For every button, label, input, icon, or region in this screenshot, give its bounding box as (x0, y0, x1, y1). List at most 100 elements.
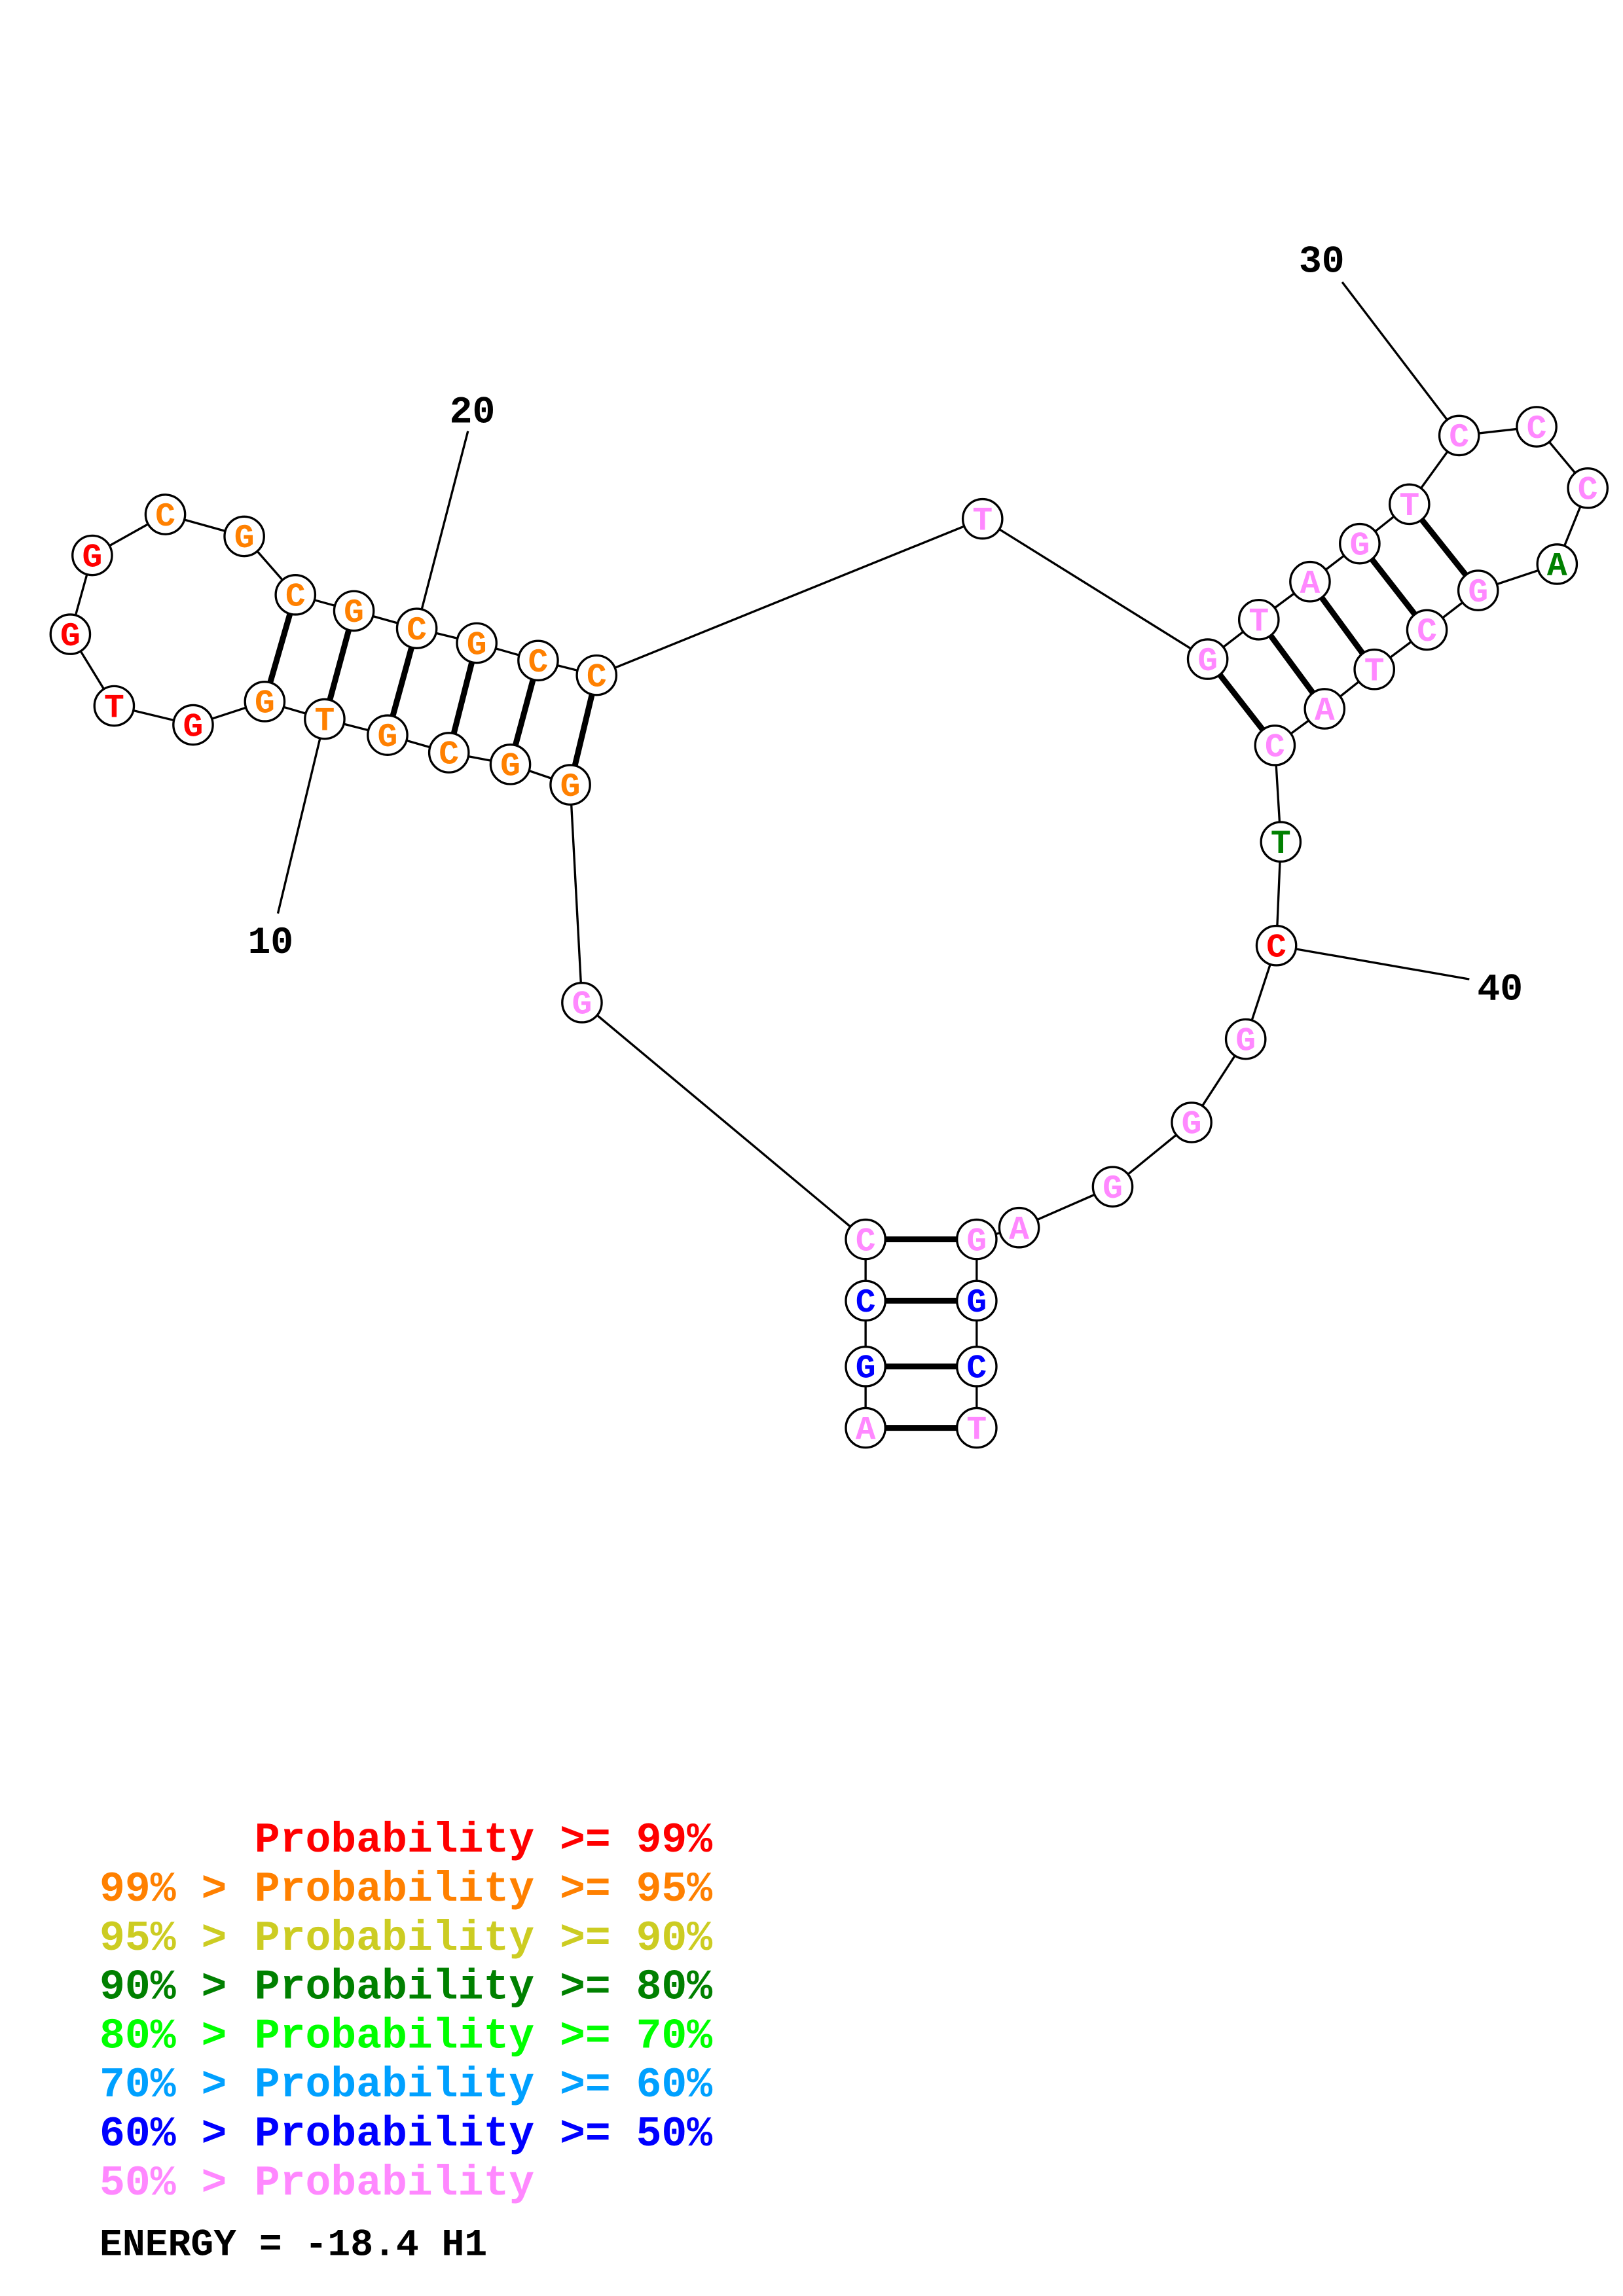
nucleotide-letter: G (856, 1350, 876, 1388)
nucleotide-circle (561, 981, 603, 1024)
nucleotide-letter: T (972, 502, 993, 540)
nucleotide: G (1224, 1018, 1267, 1060)
nucleotide-letter: T (1364, 653, 1385, 691)
nucleotide: T (93, 685, 136, 727)
nucleotide-letter: T (1399, 488, 1419, 526)
legend-prefix: 99% > (100, 1866, 227, 1914)
nucleotide: T (1260, 821, 1302, 863)
position-label-line (276, 719, 326, 914)
nucleotide-letter: G (183, 708, 204, 746)
nucleotide-letter: T (966, 1411, 987, 1449)
nucleotide: G (561, 981, 603, 1024)
nucleotide-letter: C (155, 498, 175, 536)
nucleotide-circle (998, 1206, 1040, 1249)
nucleotide-letter: C (439, 736, 459, 774)
nucleotide: A (1304, 688, 1346, 730)
nucleotide: C (395, 607, 438, 650)
nucleotide: A (1289, 560, 1331, 603)
nucleotide: C (1406, 609, 1448, 651)
nucleotide: C (144, 493, 187, 536)
nucleotide: G (223, 515, 265, 558)
nucleotide-circle (244, 681, 286, 723)
nucleotide-letter: G (1103, 1170, 1123, 1208)
nucleotide: G (49, 613, 92, 656)
nucleotide-letter: C (856, 1284, 876, 1322)
nucleotide-circle (304, 698, 346, 740)
nucleotide: T (956, 1407, 998, 1449)
nucleotide-circle (1171, 1102, 1213, 1143)
nucleotide-circle (1567, 467, 1609, 509)
nucleotide: C (1438, 414, 1480, 457)
nucleotide-circle (333, 590, 375, 632)
legend-entry: Probability >= 80% (255, 1964, 713, 2012)
nucleotide-circle (71, 534, 113, 577)
nucleotide: A (998, 1206, 1040, 1249)
nucleotide: G (456, 622, 498, 664)
position-label: 20 (450, 391, 496, 434)
nucleotide-letter: C (1449, 419, 1469, 457)
nucleotide-circle (1237, 598, 1280, 641)
nucleotide-letter: A (1547, 548, 1567, 586)
nucleotide-circle (1255, 924, 1298, 967)
nucleotide: G (845, 1346, 886, 1388)
nucleotide: C (274, 574, 317, 617)
nucleotide-circle (956, 1218, 998, 1261)
nucleotide-letter: G (344, 594, 364, 632)
legend-entry: Probability >= 50% (255, 2111, 713, 2159)
nucleotide: C (517, 639, 559, 682)
nucleotide-circle (1516, 406, 1558, 448)
nucleotide-circle (1406, 609, 1448, 651)
nucleotide-letter: G (1235, 1022, 1256, 1060)
backbone-link (569, 785, 583, 1003)
nucleotide-circle (845, 1346, 886, 1388)
nucleotide: C (845, 1218, 886, 1261)
nucleotide-letter: C (966, 1350, 987, 1388)
nucleotide: G (1457, 569, 1499, 612)
nucleotide-circle (956, 1407, 998, 1449)
nucleotide-circle (1254, 724, 1296, 766)
legend-prefix: 95% > (100, 1915, 227, 1963)
nucleotide-circle (1388, 483, 1431, 526)
legend-prefix: 90% > (100, 1964, 227, 2012)
nucleotide-letter: G (500, 748, 520, 786)
nucleotide-letter: G (1349, 527, 1370, 565)
nucleotide: C (575, 654, 618, 696)
nucleotide: G (549, 764, 591, 806)
nucleotide-circle (428, 732, 470, 774)
nucleotide-letter: A (1300, 565, 1321, 603)
backbone-link (981, 518, 1209, 660)
nucleotide-circle (367, 714, 409, 757)
nucleotide-letter: G (60, 618, 81, 656)
nucleotide: C (1254, 724, 1296, 767)
nucleotide: A (1536, 543, 1578, 586)
legend-prefix: 60% > (100, 2111, 227, 2159)
nucleotide-circle (1260, 821, 1302, 863)
nucleotide-circle (144, 493, 187, 535)
nucleotide-letter: C (1266, 929, 1286, 967)
nucleotide-circle (1186, 638, 1229, 680)
nucleotide-circle (845, 1407, 886, 1449)
position-label: 40 (1477, 969, 1523, 1011)
nucleotide-circle (172, 704, 214, 746)
nucleotide-circle (517, 639, 559, 682)
legend-prefix: 50% > (100, 2160, 227, 2208)
nucleotide-circle (1289, 560, 1331, 603)
nucleotide: G (71, 534, 113, 577)
probability-legend: Probability >= 99%99% > Probability >= 9… (100, 1817, 712, 2208)
nucleotide-letter: G (1182, 1106, 1202, 1144)
nucleotide: C (1567, 467, 1609, 510)
position-label-line (1276, 944, 1470, 980)
nucleotide-letter: C (528, 644, 549, 682)
nucleotide: C (1516, 406, 1558, 448)
nucleotide-letter: G (378, 719, 398, 757)
nucleotide-letter: A (856, 1411, 876, 1449)
nucleotide-circle (845, 1218, 886, 1261)
nucleotide-letter: G (467, 626, 487, 664)
nucleotide-letter: G (234, 520, 255, 558)
nucleotide-letter: G (1468, 574, 1488, 612)
nucleotide: T (1353, 648, 1396, 691)
nucleotide: T (1388, 483, 1431, 526)
